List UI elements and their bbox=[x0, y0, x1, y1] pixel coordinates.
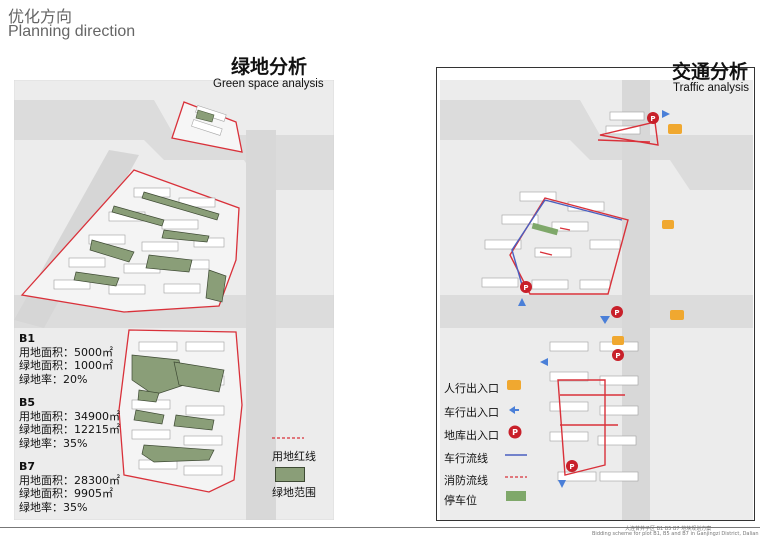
legend-label: 用地红线 bbox=[272, 450, 316, 463]
boundary-line-symbol bbox=[272, 437, 304, 439]
plot-info-b7: B7 用地面积：28300㎡ 绿地面积：9905㎡ 绿地率：35% bbox=[19, 460, 120, 514]
plot-line: 绿地率：20% bbox=[19, 372, 88, 386]
traffic-map: P P P P P bbox=[440, 80, 753, 520]
page-title-en: Planning direction bbox=[8, 23, 136, 40]
plot-line: 用地面积：5000㎡ bbox=[19, 345, 113, 359]
green-title-cn: 绿地分析 bbox=[231, 56, 308, 78]
green-title-en: Green space analysis bbox=[213, 78, 324, 90]
svg-text:P: P bbox=[523, 284, 528, 292]
page-title-cn: 优化方向 bbox=[8, 7, 73, 26]
plot-info-b5: B5 用地面积：34900㎡ 绿地面积：12215㎡ 绿地率：35% bbox=[19, 396, 120, 450]
pedestrian-icon bbox=[507, 380, 521, 390]
traffic-panel-frame bbox=[436, 67, 755, 521]
footer-en: Bidding scheme for plot B1, B5 and B7 in… bbox=[592, 531, 759, 537]
plot-line: 绿地面积：9905㎡ bbox=[19, 487, 113, 500]
plot-line: 绿地率：35% bbox=[19, 436, 88, 450]
plot-name: B1 bbox=[19, 332, 36, 345]
parking-space-symbol bbox=[506, 491, 526, 501]
plot-name: B7 bbox=[19, 460, 36, 473]
blue-arrow-icon bbox=[509, 406, 519, 414]
plot-line: 绿地率：35% bbox=[19, 500, 88, 514]
legend-label: 车行流线 bbox=[444, 452, 488, 465]
legend-label: 绿地范围 bbox=[272, 486, 316, 499]
footer-cn: 大连甘井子区 B1 B5 B7 地块规划方案 bbox=[625, 526, 712, 532]
legend-label: 地库出入口 bbox=[444, 429, 499, 442]
legend-label: 车行出入口 bbox=[444, 406, 499, 419]
green-space-map bbox=[14, 80, 334, 520]
green-area-symbol bbox=[275, 467, 305, 482]
svg-text:P: P bbox=[650, 115, 655, 123]
legend-label: 停车位 bbox=[444, 494, 477, 507]
legend-label: 消防流线 bbox=[444, 474, 488, 487]
vehicle-route-symbol bbox=[505, 454, 527, 456]
traffic-title-en: Traffic analysis bbox=[673, 82, 750, 94]
legend-label: 人行出入口 bbox=[444, 382, 499, 395]
plot-name: B5 bbox=[19, 396, 36, 409]
svg-text:P: P bbox=[569, 463, 574, 471]
plot-info-b1: B1 用地面积：5000㎡ 绿地面积：1000㎡ 绿地率：20% bbox=[19, 332, 113, 386]
svg-text:P: P bbox=[614, 309, 619, 317]
fire-route-symbol bbox=[505, 476, 527, 478]
svg-text:P: P bbox=[615, 352, 620, 360]
footer-rule bbox=[0, 527, 760, 528]
svg-text:P: P bbox=[512, 428, 518, 437]
traffic-title-cn: 交通分析 bbox=[672, 61, 749, 83]
plot-line: 绿地面积：1000㎡ bbox=[19, 359, 113, 372]
plot-line: 绿地面积：12215㎡ bbox=[19, 423, 120, 436]
plot-line: 用地面积：28300㎡ bbox=[19, 473, 120, 487]
plot-line: 用地面积：34900㎡ bbox=[19, 409, 120, 423]
parking-icon: P bbox=[508, 425, 522, 439]
